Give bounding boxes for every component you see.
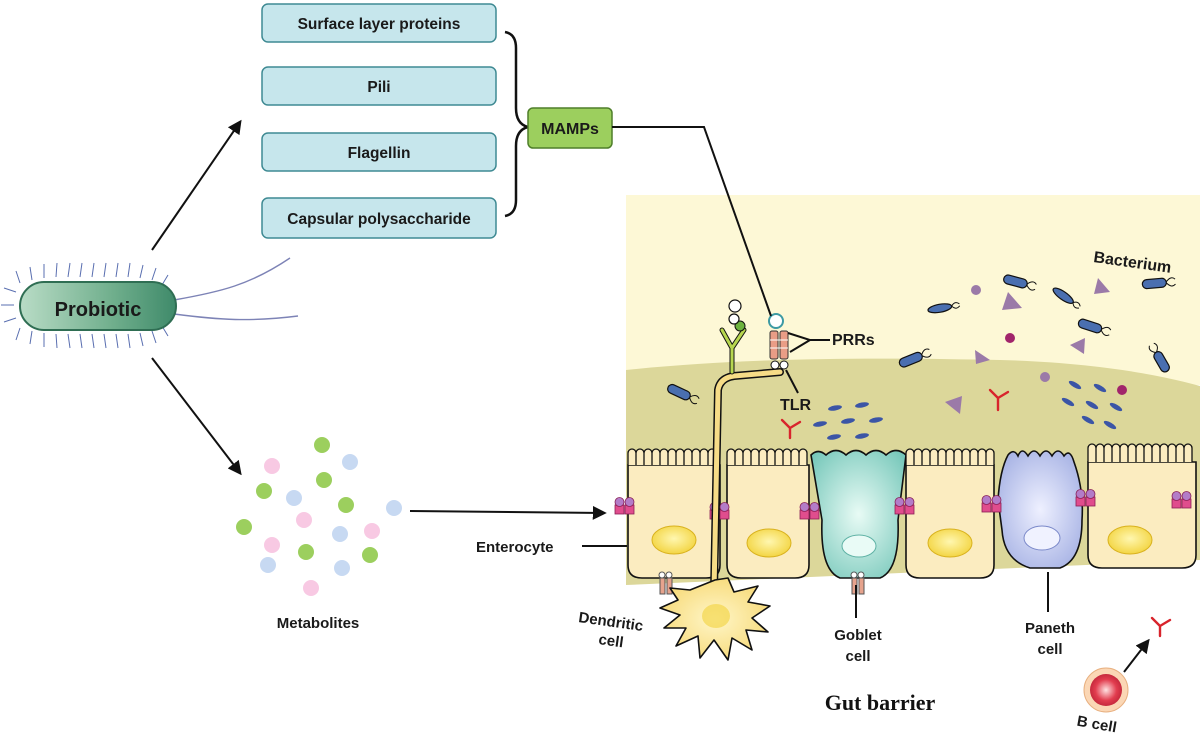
bacterium-icon [898,348,932,368]
dendritic-cell-label: cell [597,631,624,651]
bacterium-icon [1148,342,1170,373]
mucin-dashes [813,380,1123,440]
mamp-label: Pili [367,79,390,96]
arrow-to-mamps [151,119,242,251]
arrow-to-metabolites [151,357,242,476]
paneth-cell-label: Paneth [1025,620,1075,637]
antibody-icons [780,388,1010,440]
mamp-box [261,66,497,106]
dendrite-receptor [719,299,747,375]
b-cell-label: B cell [1076,713,1118,736]
dendritic-cell [659,368,784,661]
metabolites-label: Metabolites [277,615,360,632]
enterocyte-cell [627,448,721,579]
bacterium-icon [1052,287,1081,309]
goblet-cell [810,449,907,579]
dendritic-cell-label: Dendritic [577,609,644,635]
mamp-label: Flagellin [348,145,411,162]
prrs-label: PRRs [832,332,875,349]
paneth-cell-label: cell [1037,641,1062,658]
grouping-brace [504,30,529,218]
antigen-dots [971,285,1127,395]
lumen-bacteria [667,274,1176,440]
mamp-component-list [261,3,497,239]
bacterium-icon [1003,274,1037,291]
mamp-label: Surface layer proteins [298,16,461,33]
probiotic-pili [1,257,299,349]
b-cell [1083,616,1172,713]
goblet-cell-label: Goblet [834,627,882,644]
enterocyte-cell [1087,443,1197,569]
bacterium-icon [1077,318,1112,337]
bacterium-icon [667,383,700,405]
bacterium-icon [927,302,961,314]
mamp-label: Capsular polysaccharide [287,211,471,228]
antigen-triangles [945,278,1110,414]
tight-junctions [614,489,1192,520]
arrow-metabolites-to-epithelium [409,505,607,520]
pointer-lines [582,332,1049,618]
epithelium [614,443,1197,595]
basolateral-receptors [658,571,865,595]
mamps-connector-line [612,126,772,317]
gut-barrier-title: Gut barrier [825,690,936,715]
probiotic-bacterium [1,257,299,349]
mamp-box [261,197,497,239]
mamp-box [261,132,497,172]
tlr-label: TLR [780,397,812,414]
mamps-label: MAMPs [541,121,599,138]
goblet-cell-label: cell [845,648,870,665]
enterocyte-cell [726,448,810,579]
enterocyte-label: Enterocyte [476,539,554,556]
bacterium-icon [1141,277,1176,290]
tlr-receptor [768,313,789,370]
metabolite-particles [236,437,402,596]
paneth-cell [997,450,1084,569]
probiotic-label: Probiotic [55,299,142,321]
enterocyte-cell [905,448,995,579]
mamp-box [261,3,497,43]
